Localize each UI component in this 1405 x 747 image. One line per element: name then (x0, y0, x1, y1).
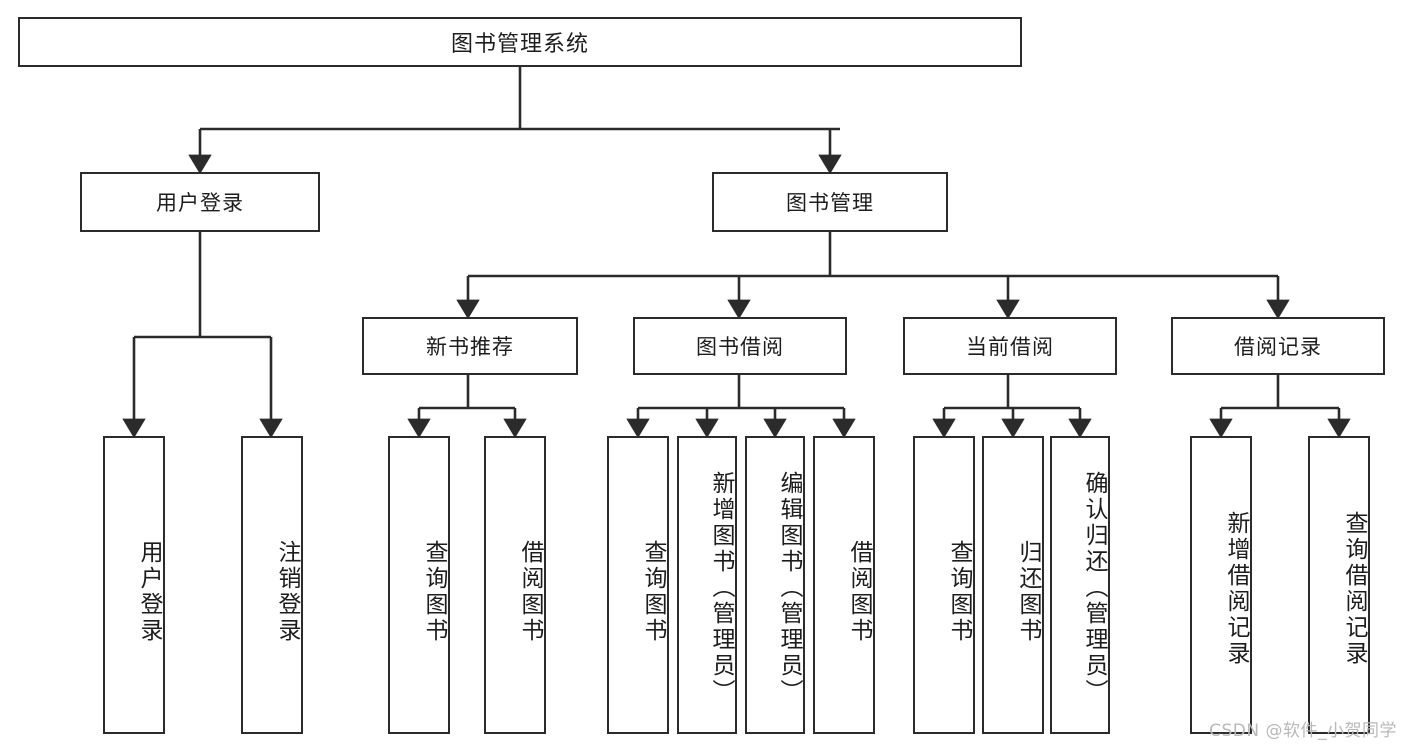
node-leaf-query-book-borrow[interactable]: 查询图书 (607, 436, 669, 734)
node-leaf-edit-book-admin[interactable]: 编辑图书（管理员） (745, 436, 805, 734)
node-leaf-add-book-admin[interactable]: 新增图书（管理员） (677, 436, 737, 734)
csdn-watermark: CSDN @软件_小贺同学 (1209, 721, 1397, 741)
node-leaf-query-borrow-record-label: 查询借阅记录 (1341, 511, 1367, 667)
node-book-borrow[interactable]: 图书借阅 (633, 317, 847, 375)
node-leaf-confirm-return-admin[interactable]: 确认归还（管理员） (1050, 436, 1110, 734)
node-leaf-return-book-label: 归还图书 (1015, 540, 1041, 644)
node-leaf-borrow-book-label: 借阅图书 (846, 540, 872, 644)
node-leaf-user-login-label: 用户登录 (136, 540, 162, 644)
node-leaf-logout-login-label: 注销登录 (274, 540, 300, 644)
node-leaf-add-borrow-record[interactable]: 新增借阅记录 (1190, 436, 1252, 734)
node-borrow-record[interactable]: 借阅记录 (1171, 317, 1385, 375)
node-user-login[interactable]: 用户登录 (80, 172, 320, 232)
node-leaf-query-book-current-label: 查询图书 (946, 540, 972, 644)
node-user-login-label: 用户登录 (156, 191, 244, 215)
node-leaf-user-login[interactable]: 用户登录 (103, 436, 165, 734)
node-book-manage[interactable]: 图书管理 (712, 172, 948, 232)
node-current-borrow-label: 当前借阅 (966, 335, 1054, 359)
node-leaf-return-book[interactable]: 归还图书 (982, 436, 1044, 734)
node-root[interactable]: 图书管理系统 (18, 17, 1022, 67)
node-leaf-logout-login[interactable]: 注销登录 (241, 436, 303, 734)
node-leaf-borrow-book-rec-label: 借阅图书 (517, 540, 543, 644)
node-leaf-query-book-current[interactable]: 查询图书 (913, 436, 975, 734)
node-leaf-edit-book-admin-label: 编辑图书（管理员） (776, 471, 802, 705)
node-leaf-query-book-rec[interactable]: 查询图书 (388, 436, 450, 734)
node-book-borrow-label: 图书借阅 (696, 335, 784, 359)
node-leaf-query-book-rec-label: 查询图书 (421, 540, 447, 644)
node-leaf-borrow-book[interactable]: 借阅图书 (813, 436, 875, 734)
node-current-borrow[interactable]: 当前借阅 (903, 317, 1117, 375)
node-new-book-rec[interactable]: 新书推荐 (362, 317, 578, 375)
node-leaf-add-borrow-record-label: 新增借阅记录 (1223, 511, 1249, 667)
node-leaf-borrow-book-rec[interactable]: 借阅图书 (484, 436, 546, 734)
node-leaf-query-borrow-record[interactable]: 查询借阅记录 (1308, 436, 1370, 734)
node-book-manage-label: 图书管理 (786, 191, 874, 215)
node-new-book-rec-label: 新书推荐 (426, 335, 514, 359)
node-leaf-add-book-admin-label: 新增图书（管理员） (708, 471, 734, 705)
node-leaf-confirm-return-admin-label: 确认归还（管理员） (1081, 471, 1107, 705)
node-leaf-query-book-borrow-label: 查询图书 (640, 540, 666, 644)
node-root-label: 图书管理系统 (450, 32, 589, 57)
node-borrow-record-label: 借阅记录 (1234, 335, 1322, 359)
